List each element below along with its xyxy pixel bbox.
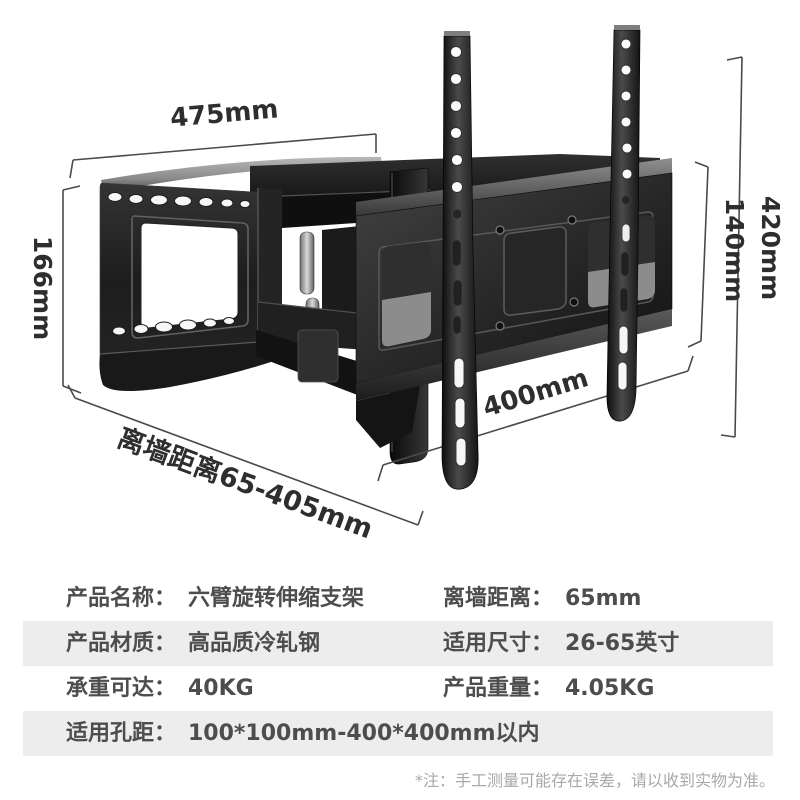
wall-plate-bottom-holes [112,317,235,336]
vesa-rail-right [606,25,641,422]
wall-plate-edge-highlight [99,340,273,355]
rail-right-cap [614,25,640,30]
rail-right-dark-slots [619,251,630,313]
dimension-right-inner-height: 140mm [687,161,749,348]
spec-row-load: 承重可达： 40KG 产品重量： 4.05KG [0,666,800,711]
spec-table: 产品名称： 六臂旋转伸缩支架 离墙距离： 65mm 产品材质： 高品质冷轧钢 适… [0,576,800,756]
row-background [23,621,773,666]
spec-value: 40KG [188,676,254,701]
tv-plate-contour [378,211,654,351]
rail-right-small-slot [621,223,631,243]
rail-left-cap [444,31,470,36]
measurement-disclaimer: *注：手工测量可能存在误差，请以收到实物为准。 [414,771,775,790]
row-background [23,711,773,756]
tv-plate-bottom-lip [356,309,672,401]
vesa-screws [495,215,579,331]
vesa-rail-left [441,31,479,490]
spec-value: 100*100mm-400*400mm以内 [188,721,540,746]
tv-plate-left-window-reflection [382,292,431,347]
dimension-left-height: 166mm [28,185,82,394]
rail-right-slots [617,325,629,391]
tv-plate [355,158,673,448]
spec-label: 适用尺寸： [443,631,554,656]
dim-left-height-label: 166mm [28,236,57,340]
spec-label: 产品重量： [443,676,554,701]
spec-value: 65mm [565,586,642,611]
spec-value: 高品质冷轧钢 [188,631,321,656]
spec-value: 六臂旋转伸缩支架 [188,586,365,611]
spec-label: 适用孔距： [66,721,177,746]
dim-wall-distance-label: 离墙距离65-405mm [113,422,377,545]
vesa-emboss [503,226,567,316]
rail-left-holes [450,46,463,193]
hinge-block [297,329,339,383]
dim-bottom-width-label: 400mm [479,363,592,423]
wall-plate-opening [140,222,239,329]
dimension-right-outer-height: 420mm [720,56,785,438]
rail-left-slots [453,357,467,467]
hinge-pin-upper [299,231,315,295]
spec-label: 产品材质： [66,631,177,656]
wall-plate-bottom-band [99,341,274,392]
rail-left-dark-slots [451,239,463,335]
spec-label: 承重可达： [66,676,177,701]
spec-value: 4.05KG [565,676,655,701]
rail-right-dark-hole [621,195,631,205]
wall-plate-inner-contour [131,215,249,339]
spec-label: 产品名称： [66,586,177,611]
rail-left-dark-hole [451,208,463,220]
wall-plate-top-holes [107,192,251,208]
rail-right-holes [620,38,633,180]
spec-label: 离墙距离： [443,586,554,611]
spec-row-material: 产品材质： 高品质冷轧钢 适用尺寸： 26-65英寸 [0,621,800,666]
dim-top-width-label: 475mm [169,94,280,133]
spec-row-product-name: 产品名称： 六臂旋转伸缩支架 离墙距离： 65mm [0,576,800,621]
tv-plate-under-shadow [356,386,420,448]
spec-row-hole-pitch: 适用孔距： 100*100mm-400*400mm以内 [0,711,800,756]
spec-value: 26-65英寸 [565,631,680,656]
dim-right-outer-label: 420mm [756,196,785,300]
tv-plate-top-flange [356,158,672,216]
dim-right-inner-label: 140mm [720,198,749,302]
